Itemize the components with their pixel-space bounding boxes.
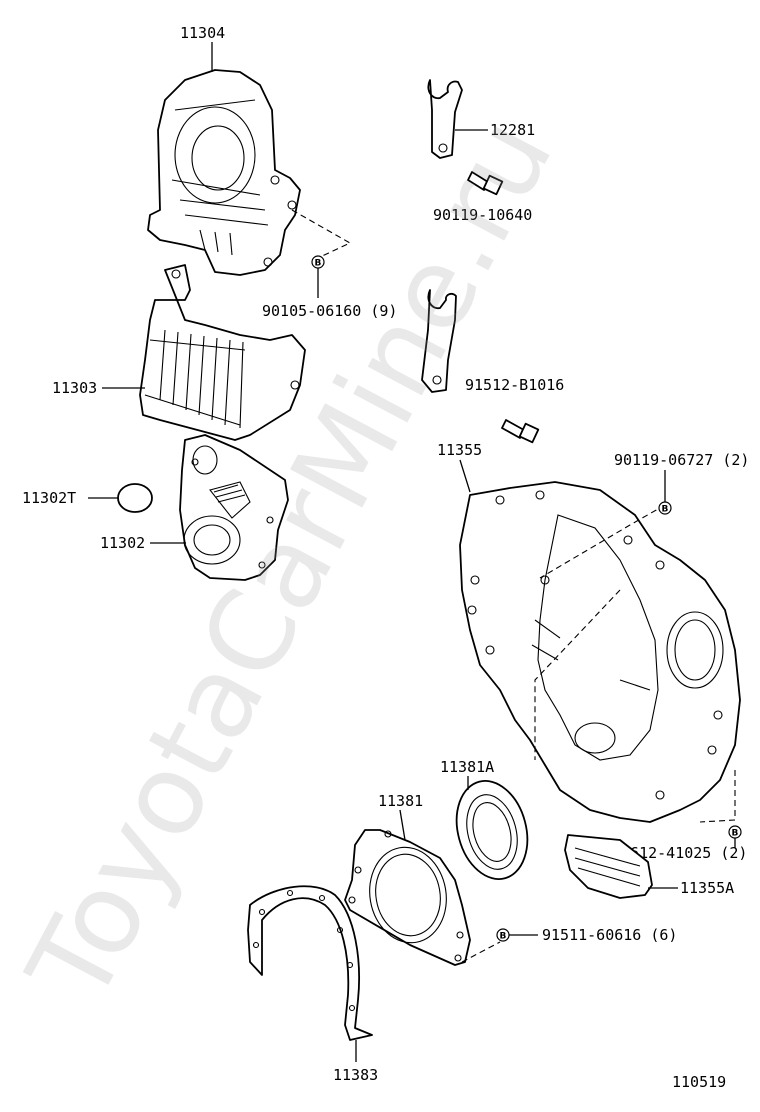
bolt-badge-b-icon: B — [311, 255, 325, 269]
label-91612-41025: 91612-41025 (2) — [612, 844, 747, 862]
seal-retainer-11381[interactable] — [344, 829, 471, 966]
label-91512-B1016: 91512-B1016 — [465, 376, 564, 394]
timing-cover-middle-11303[interactable] — [139, 264, 306, 441]
bolt-91512-B1016[interactable] — [501, 419, 540, 444]
diagram-id: 110519 — [672, 1073, 726, 1091]
cover-11355A[interactable] — [564, 834, 653, 899]
bolt-badge-b-icon-2: B — [658, 501, 672, 515]
label-12281: 12281 — [490, 121, 535, 139]
bracket-second[interactable] — [421, 289, 457, 393]
bolt-badge-b-icon-3: B — [728, 825, 742, 839]
bracket-12281[interactable] — [427, 79, 463, 159]
label-11355: 11355 — [437, 441, 482, 459]
svg-text:B: B — [500, 932, 507, 942]
oil-seal-11381A[interactable] — [446, 773, 538, 887]
svg-text:B: B — [732, 829, 739, 839]
label-11304: 11304 — [180, 24, 225, 42]
label-11302T: 11302T — [22, 489, 76, 507]
label-11381A: 11381A — [440, 758, 494, 776]
label-91511-60616: 91511-60616 (6) — [542, 926, 677, 944]
bolt-badge-b-icon-4: B — [496, 928, 510, 942]
plug-11302T[interactable] — [117, 483, 153, 513]
bolt-90119-10640[interactable] — [467, 171, 504, 196]
end-plate-11355[interactable] — [459, 481, 741, 823]
svg-text:B: B — [315, 259, 322, 269]
svg-text:B: B — [662, 505, 669, 515]
label-11303: 11303 — [52, 379, 97, 397]
label-90119-10640: 90119-10640 — [433, 206, 532, 224]
label-90105-06160: 90105-06160 (9) — [262, 302, 397, 320]
gasket-11383[interactable] — [247, 885, 373, 1041]
label-11355A: 11355A — [680, 879, 734, 897]
label-11302: 11302 — [100, 534, 145, 552]
label-11383: 11383 — [333, 1066, 378, 1084]
label-11381: 11381 — [378, 792, 423, 810]
label-90119-06727: 90119-06727 (2) — [614, 451, 749, 469]
timing-cover-lower-11302[interactable] — [179, 434, 289, 581]
timing-cover-upper-11304[interactable] — [147, 69, 301, 276]
